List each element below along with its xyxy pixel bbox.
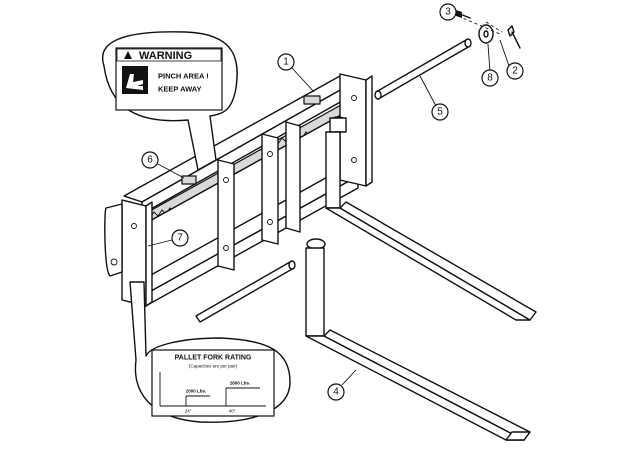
rating-subtitle: (Capacities are per pair) [189,364,238,369]
callout-2-label: 2 [512,66,518,77]
hardware [456,10,521,49]
callout-3-label: 3 [445,7,451,18]
fork-rear [325,131,537,321]
hand-pinch-icon [122,66,148,94]
callout-8: 8 [481,69,499,87]
callout-2: 2 [506,62,524,80]
callout-3: 3 [439,3,457,21]
callout-7-label: 7 [177,233,183,244]
fork-frame [104,73,373,309]
warning-line1: PINCH AREA ! [158,72,209,81]
callout-6-label: 6 [147,155,153,166]
warning-title: WARNING [139,50,192,62]
callout-7: 7 [171,229,189,247]
callout-6: 6 [141,151,159,169]
shaft-5 [374,38,472,100]
rating-title: PALLET FORK RATING [175,355,252,362]
rating-dim1: 24" [185,409,192,414]
fork-front [305,238,531,441]
callout-1: 1 [277,53,295,71]
callout-1-label: 1 [283,57,289,68]
callout-4: 4 [327,383,345,401]
warning-line2: KEEP AWAY [158,85,202,94]
rating-decal-callout: PALLET FORK RATING (Capacities are per p… [129,281,291,423]
rating-value2: 2800 Lbs. [230,381,251,386]
callout-5: 5 [431,103,449,121]
rating-dim2: 40" [229,409,236,414]
rating-value1: 2000 Lbs. [186,389,207,394]
lower-shaft [195,260,296,323]
callout-5-label: 5 [437,107,443,118]
rating-chart-graphic [159,372,266,407]
callout-8-label: 8 [487,73,493,84]
callout-4-label: 4 [333,387,339,398]
warning-decal-callout: WARNING PINCH AREA ! KEEP AWAY [101,31,238,171]
